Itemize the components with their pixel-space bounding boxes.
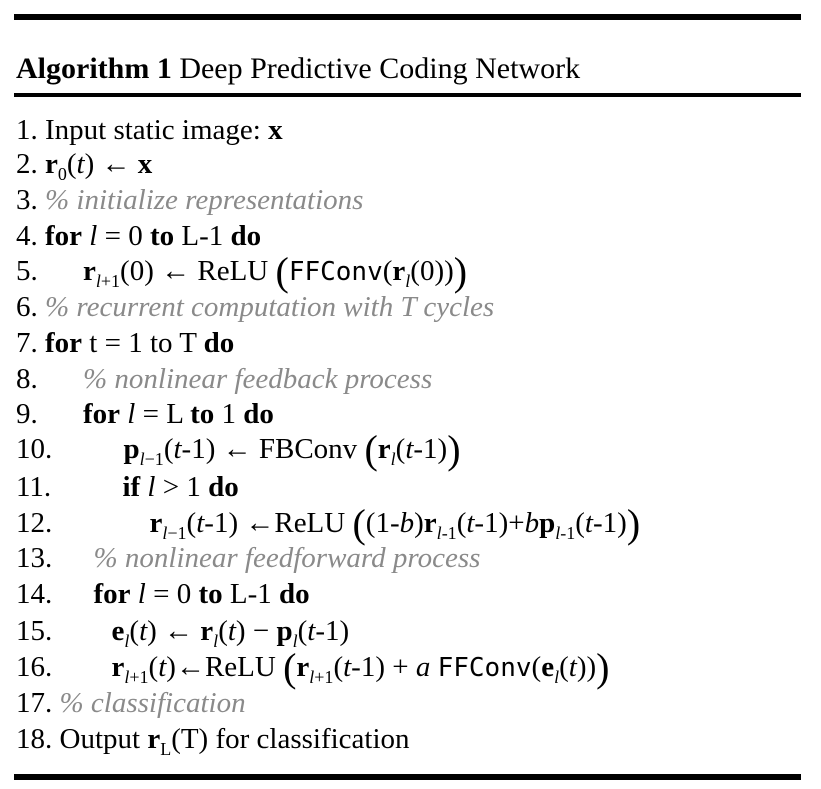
line-number: 18.	[16, 723, 53, 755]
line-text: for l = L to 1 do	[83, 398, 274, 430]
line-number: 15.	[16, 615, 53, 647]
comment-text: % nonlinear feedback process	[83, 363, 433, 395]
comment-text: % recurrent computation with T cycles	[45, 291, 495, 323]
algo-line-17: 17. % classification	[16, 686, 246, 720]
line-text: pl−1(t-1) ← FBConv (rl(t-1))	[123, 427, 461, 472]
line-number: 12.	[16, 507, 53, 539]
algo-line-14: 14. for l = 0 to L-1 do	[16, 577, 310, 611]
algo-line-6: 6. % recurrent computation with T cycles	[16, 290, 494, 324]
algo-line-18: 18. Output rL(T) for classification	[16, 722, 410, 766]
line-text: rl+1(0) ← ReLU (FFConv(rl(0)))	[83, 249, 468, 294]
algo-line-11: 11. if l > 1 do	[16, 470, 239, 504]
line-number: 16.	[16, 651, 53, 683]
line-text: r0(t) ← x	[45, 148, 153, 184]
algo-line-15: 15. el(t) ← rl(t) − pl(t-1)	[16, 614, 349, 658]
line-number: 9.	[16, 398, 38, 430]
line-number: 10.	[16, 433, 53, 465]
algo-line-1: 1. Input static image: x	[16, 113, 283, 147]
comment-text: % classification	[59, 687, 246, 719]
algorithm-label: Algorithm 1	[16, 52, 172, 85]
line-text: for l = 0 to L-1 do	[93, 578, 310, 610]
line-number: 3.	[16, 184, 38, 216]
algo-line-16: 16. rl+1(t)←ReLU (rl+1(t-1) + a FFConv(e…	[16, 645, 610, 694]
algo-line-8: 8. % nonlinear feedback process	[16, 362, 432, 396]
algo-line-3: 3. % initialize representations	[16, 183, 363, 217]
algorithm-title: Algorithm 1 Deep Predictive Coding Netwo…	[16, 51, 580, 87]
line-text: for t = 1 to T do	[45, 327, 235, 359]
algo-line-12: 12. rl−1(t-1) ←ReLU ((1-b)rl-1(t-1)+bpl-…	[16, 501, 641, 550]
line-number: 6.	[16, 291, 38, 323]
line-text: rl−1(t-1) ←ReLU ((1-b)rl-1(t-1)+bpl-1(t-…	[149, 501, 641, 546]
line-text: Input static image: x	[45, 114, 283, 146]
comment-text: % nonlinear feedforward process	[93, 542, 481, 574]
line-number: 1.	[16, 114, 38, 146]
line-number: 8.	[16, 363, 38, 395]
line-text: el(t) ← rl(t) − pl(t-1)	[111, 615, 350, 651]
line-number: 14.	[16, 578, 53, 610]
line-number: 5.	[16, 255, 38, 287]
algo-line-5: 5. rl+1(0) ← ReLU (FFConv(rl(0)))	[16, 249, 468, 298]
algo-line-13: 13. % nonlinear feedforward process	[16, 541, 480, 575]
line-number: 13.	[16, 542, 53, 574]
line-number: 7.	[16, 327, 38, 359]
algo-line-2: 2. r0(t) ← x	[16, 147, 152, 191]
line-text: for l = 0 to L-1 do	[45, 220, 262, 252]
line-text: Output rL(T) for classification	[59, 723, 410, 759]
line-number: 2.	[16, 148, 38, 180]
algo-line-7: 7. for t = 1 to T do	[16, 326, 234, 360]
line-number: 4.	[16, 220, 38, 252]
top-rule	[14, 14, 801, 20]
algo-line-9: 9. for l = L to 1 do	[16, 397, 274, 431]
line-number: 11.	[16, 471, 52, 503]
algo-line-10: 10. pl−1(t-1) ← FBConv (rl(t-1))	[16, 427, 461, 476]
comment-text: % initialize representations	[45, 184, 364, 216]
title-rule	[14, 93, 801, 97]
line-text: rl+1(t)←ReLU (rl+1(t-1) + a FFConv(el(t)…	[111, 645, 610, 690]
bottom-rule	[14, 774, 801, 780]
algo-line-4: 4. for l = 0 to L-1 do	[16, 219, 261, 253]
algorithm-name: Deep Predictive Coding Network	[179, 52, 581, 85]
line-text: if l > 1 do	[122, 471, 239, 503]
line-number: 17.	[16, 687, 53, 719]
